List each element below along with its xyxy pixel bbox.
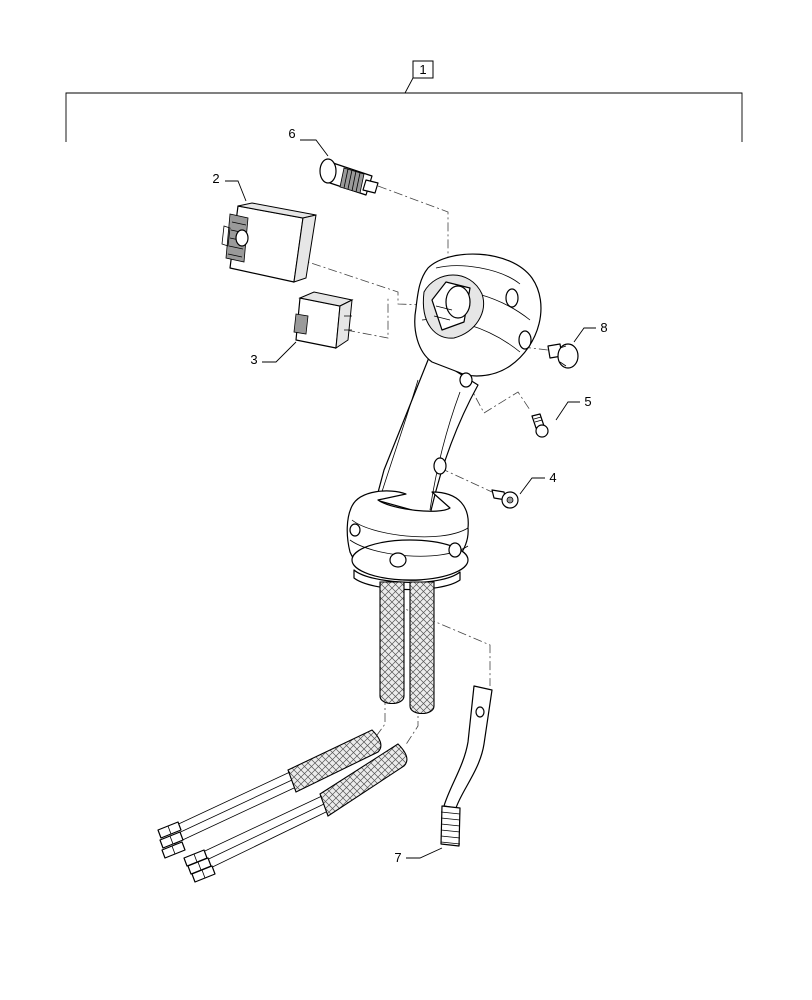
callout-3-label: 3 <box>250 352 257 367</box>
assembly-bracket <box>65 77 743 142</box>
callout-7: 7 <box>394 847 443 865</box>
callout-2-label: 2 <box>212 171 219 186</box>
joystick-handle <box>346 253 542 591</box>
callout-5-label: 5 <box>584 394 591 409</box>
wire-harness <box>157 581 435 883</box>
callout-6: 6 <box>288 126 329 157</box>
threaded-rod-part <box>440 685 493 847</box>
screw-upper-part <box>531 413 549 438</box>
callout-2: 2 <box>212 171 247 202</box>
switch-module-large-part <box>221 202 317 283</box>
callout-5: 5 <box>555 394 592 421</box>
callout-1-label: 1 <box>419 62 426 77</box>
push-button-part <box>319 158 379 196</box>
callout-4-label: 4 <box>549 470 556 485</box>
callout-8: 8 <box>573 320 608 343</box>
callout-6-label: 6 <box>288 126 295 141</box>
callout-8-label: 8 <box>600 320 607 335</box>
cap-part <box>547 343 579 369</box>
callout-7-label: 7 <box>394 850 401 865</box>
callout-1: 1 <box>412 60 434 79</box>
callout-3: 3 <box>250 341 297 367</box>
screw-lower-part <box>491 489 519 509</box>
switch-module-small-part <box>293 291 354 349</box>
assembly-lines <box>295 185 549 747</box>
callout-4: 4 <box>519 470 557 495</box>
